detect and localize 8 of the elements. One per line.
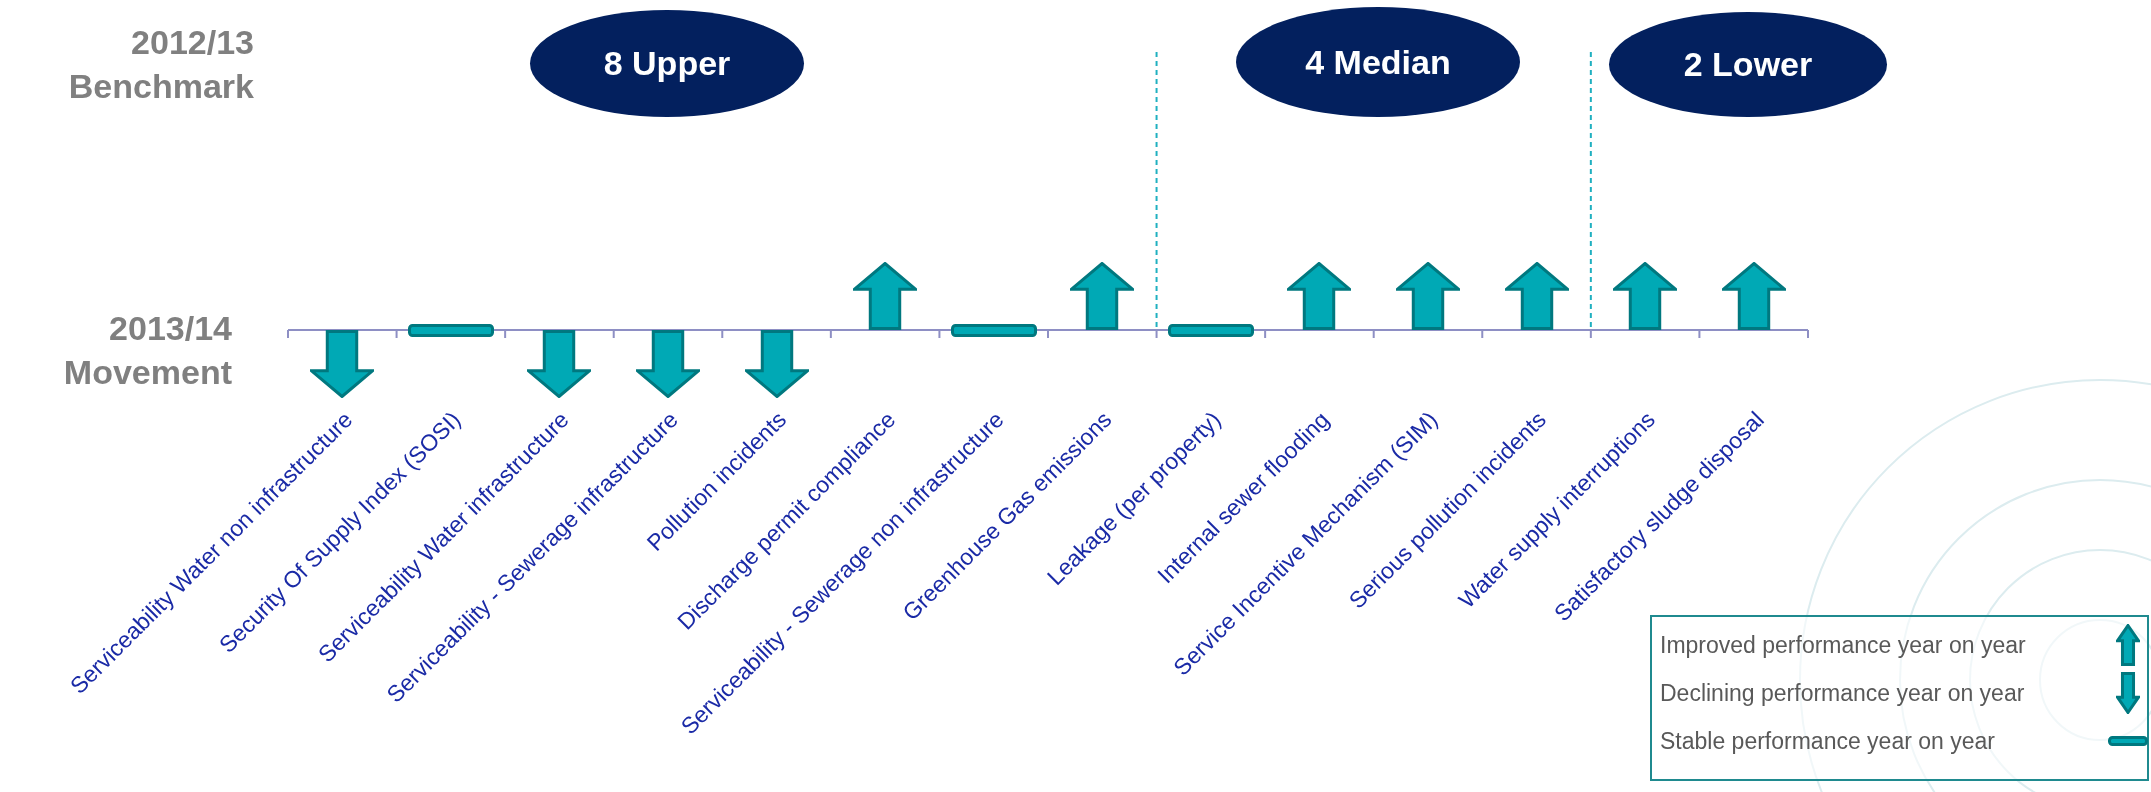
row-label: 2012/13 Benchmark <box>67 22 254 107</box>
legend-label: Declining performance year on year <box>1660 679 2025 707</box>
legend-label: Stable performance year on year <box>1660 727 1995 755</box>
row-label: 2013/14 Movement <box>62 308 232 393</box>
rating-oval: 4 Median <box>1236 7 1520 117</box>
legend-label: Improved performance year on year <box>1660 631 2026 659</box>
rating-oval: 8 Upper <box>530 9 804 117</box>
rating-oval: 2 Lower <box>1609 11 1887 117</box>
